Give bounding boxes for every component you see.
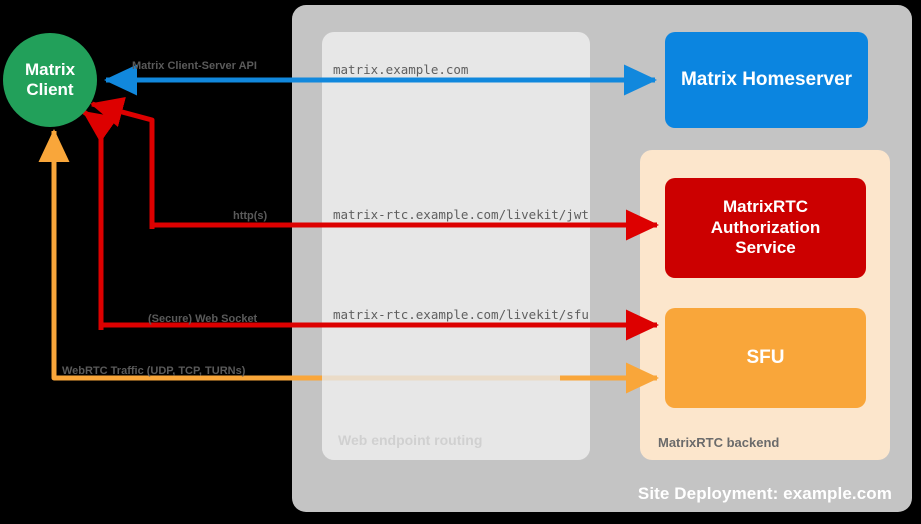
matrixrtc-backend-label: MatrixRTC backend [658, 435, 780, 450]
edge-label-webrtc: WebRTC Traffic (UDP, TCP, TURNs) [62, 365, 246, 377]
matrixrtc-authorization-service-label: MatrixRTC Authorization Service [711, 197, 821, 259]
matrix-client-node[interactable]: Matrix Client [3, 33, 97, 127]
sfu-label: SFU [746, 347, 785, 368]
edge-label-websocket: (Secure) Web Socket [148, 313, 258, 325]
edge-label-https: http(s) [233, 210, 268, 222]
routing-box-overlay [322, 340, 590, 460]
matrix-client-label-line2: Client [26, 80, 74, 99]
matrix-client-label-line1: Matrix [24, 59, 76, 79]
auth-line-2: Authorization [710, 217, 821, 237]
auth-line-1: MatrixRTC [722, 196, 808, 216]
edge-label-matrix-client-server-api: Matrix Client-Server API [132, 60, 257, 72]
matrixrtc-authorization-service-node[interactable]: MatrixRTC Authorization Service [665, 178, 866, 278]
sfu-node[interactable]: SFU [665, 308, 866, 408]
endpoint-label-jwt: matrix-rtc.example.com/livekit/jwt [333, 207, 589, 222]
site-deployment-label: Site Deployment: example.com [637, 484, 892, 503]
endpoint-label-sfu: matrix-rtc.example.com/livekit/sfu [333, 307, 589, 322]
matrix-homeserver-label: Matrix Homeserver [680, 69, 853, 90]
matrix-homeserver-node[interactable]: Matrix Homeserver [665, 32, 868, 128]
auth-line-3: Service [735, 238, 796, 258]
endpoint-label-matrix: matrix.example.com [333, 62, 469, 77]
